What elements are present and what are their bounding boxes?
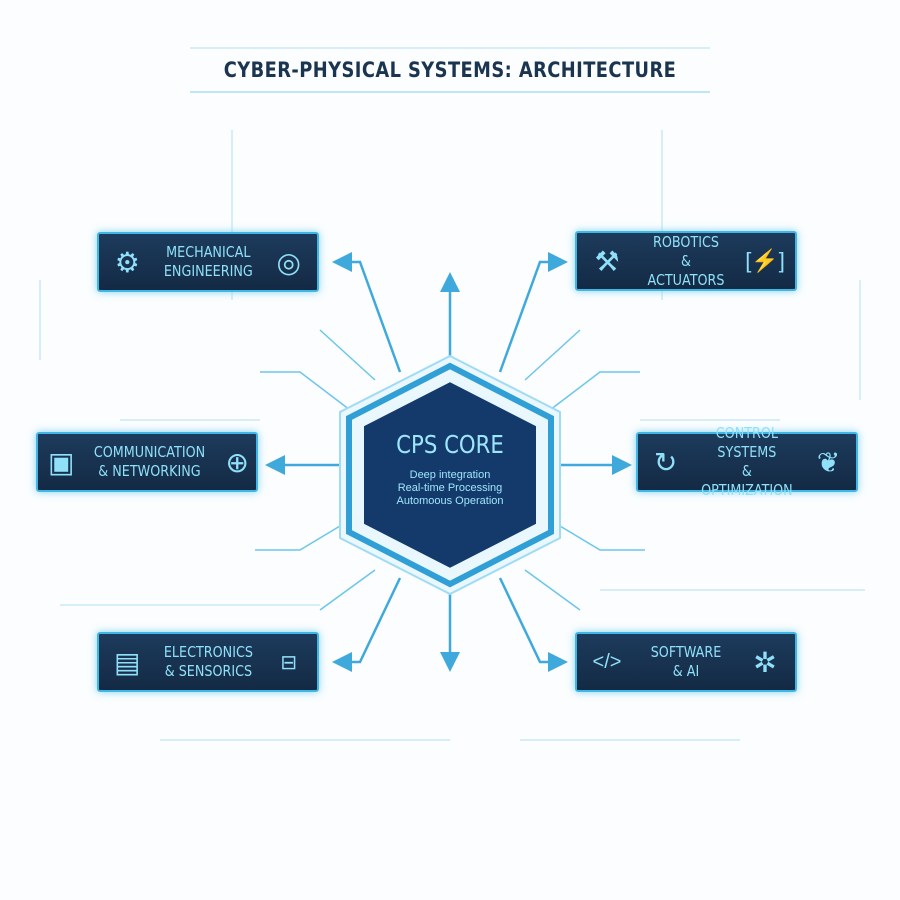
node-label: ENGINEERING [163, 262, 253, 280]
node-software-ai[interactable]: </> SOFTWARE& AI ✲ [575, 632, 797, 692]
code-icon: </> [592, 650, 622, 673]
network-icon: ⊕ [225, 446, 249, 478]
node-label: & AI [672, 662, 700, 680]
brain-icon: ❦ [816, 446, 841, 478]
core-line: Real-time Processing [397, 482, 503, 494]
chip-icon: ▣ [48, 446, 75, 478]
node-robotics-actuators[interactable]: ⚒ ROBOTICS& ACTUATORS [⚡] [575, 231, 797, 291]
node-label: MECHANICAL [165, 243, 251, 261]
node-label: CONTROL SYSTEMS [715, 424, 779, 461]
node-label: COMMUNICATION [94, 443, 206, 461]
node-label: & SENSORICS [164, 662, 252, 680]
page-title: CYBER-PHYSICAL SYSTEMS: ARCHITECTURE [223, 58, 677, 82]
node-control-systems-optimization[interactable]: ↻ CONTROL SYSTEMS& OPTIMIZATION ❦ [636, 424, 858, 499]
core-hexagon [360, 377, 540, 573]
refresh-icon: ↻ [653, 446, 678, 478]
cps-core: CPS CORE Deep integration Real-time Proc… [350, 430, 550, 508]
node-communication-networking[interactable]: ▣ COMMUNICATION& NETWORKING ⊕ [36, 432, 258, 492]
core-line: Automoous Operation [396, 495, 504, 507]
node-label: ELECTRONICS [163, 643, 253, 661]
gears-icon: ⚙ [114, 246, 140, 278]
neural-network-icon: ✲ [753, 646, 777, 678]
node-label: ROBOTICS [652, 232, 720, 251]
node-label: SOFTWARE [650, 643, 722, 661]
processor-icon: ▤ [114, 646, 141, 678]
node-electronics-sensorics[interactable]: ▤ ELECTRONICS& SENSORICS ⊟ [97, 632, 319, 692]
node-label: & NETWORKING [98, 462, 202, 480]
node-label: & OPTIMIZATION [701, 462, 793, 499]
robot-arm-icon: ⚒ [594, 245, 620, 277]
battery-icon: [⚡] [745, 248, 785, 273]
node-label: & ACTUATORS [647, 251, 725, 289]
motor-icon: ◎ [276, 246, 301, 278]
core-line: Deep integration [409, 469, 491, 481]
circuit-icon: ⊟ [280, 651, 298, 674]
core-title: CPS CORE [396, 430, 504, 459]
